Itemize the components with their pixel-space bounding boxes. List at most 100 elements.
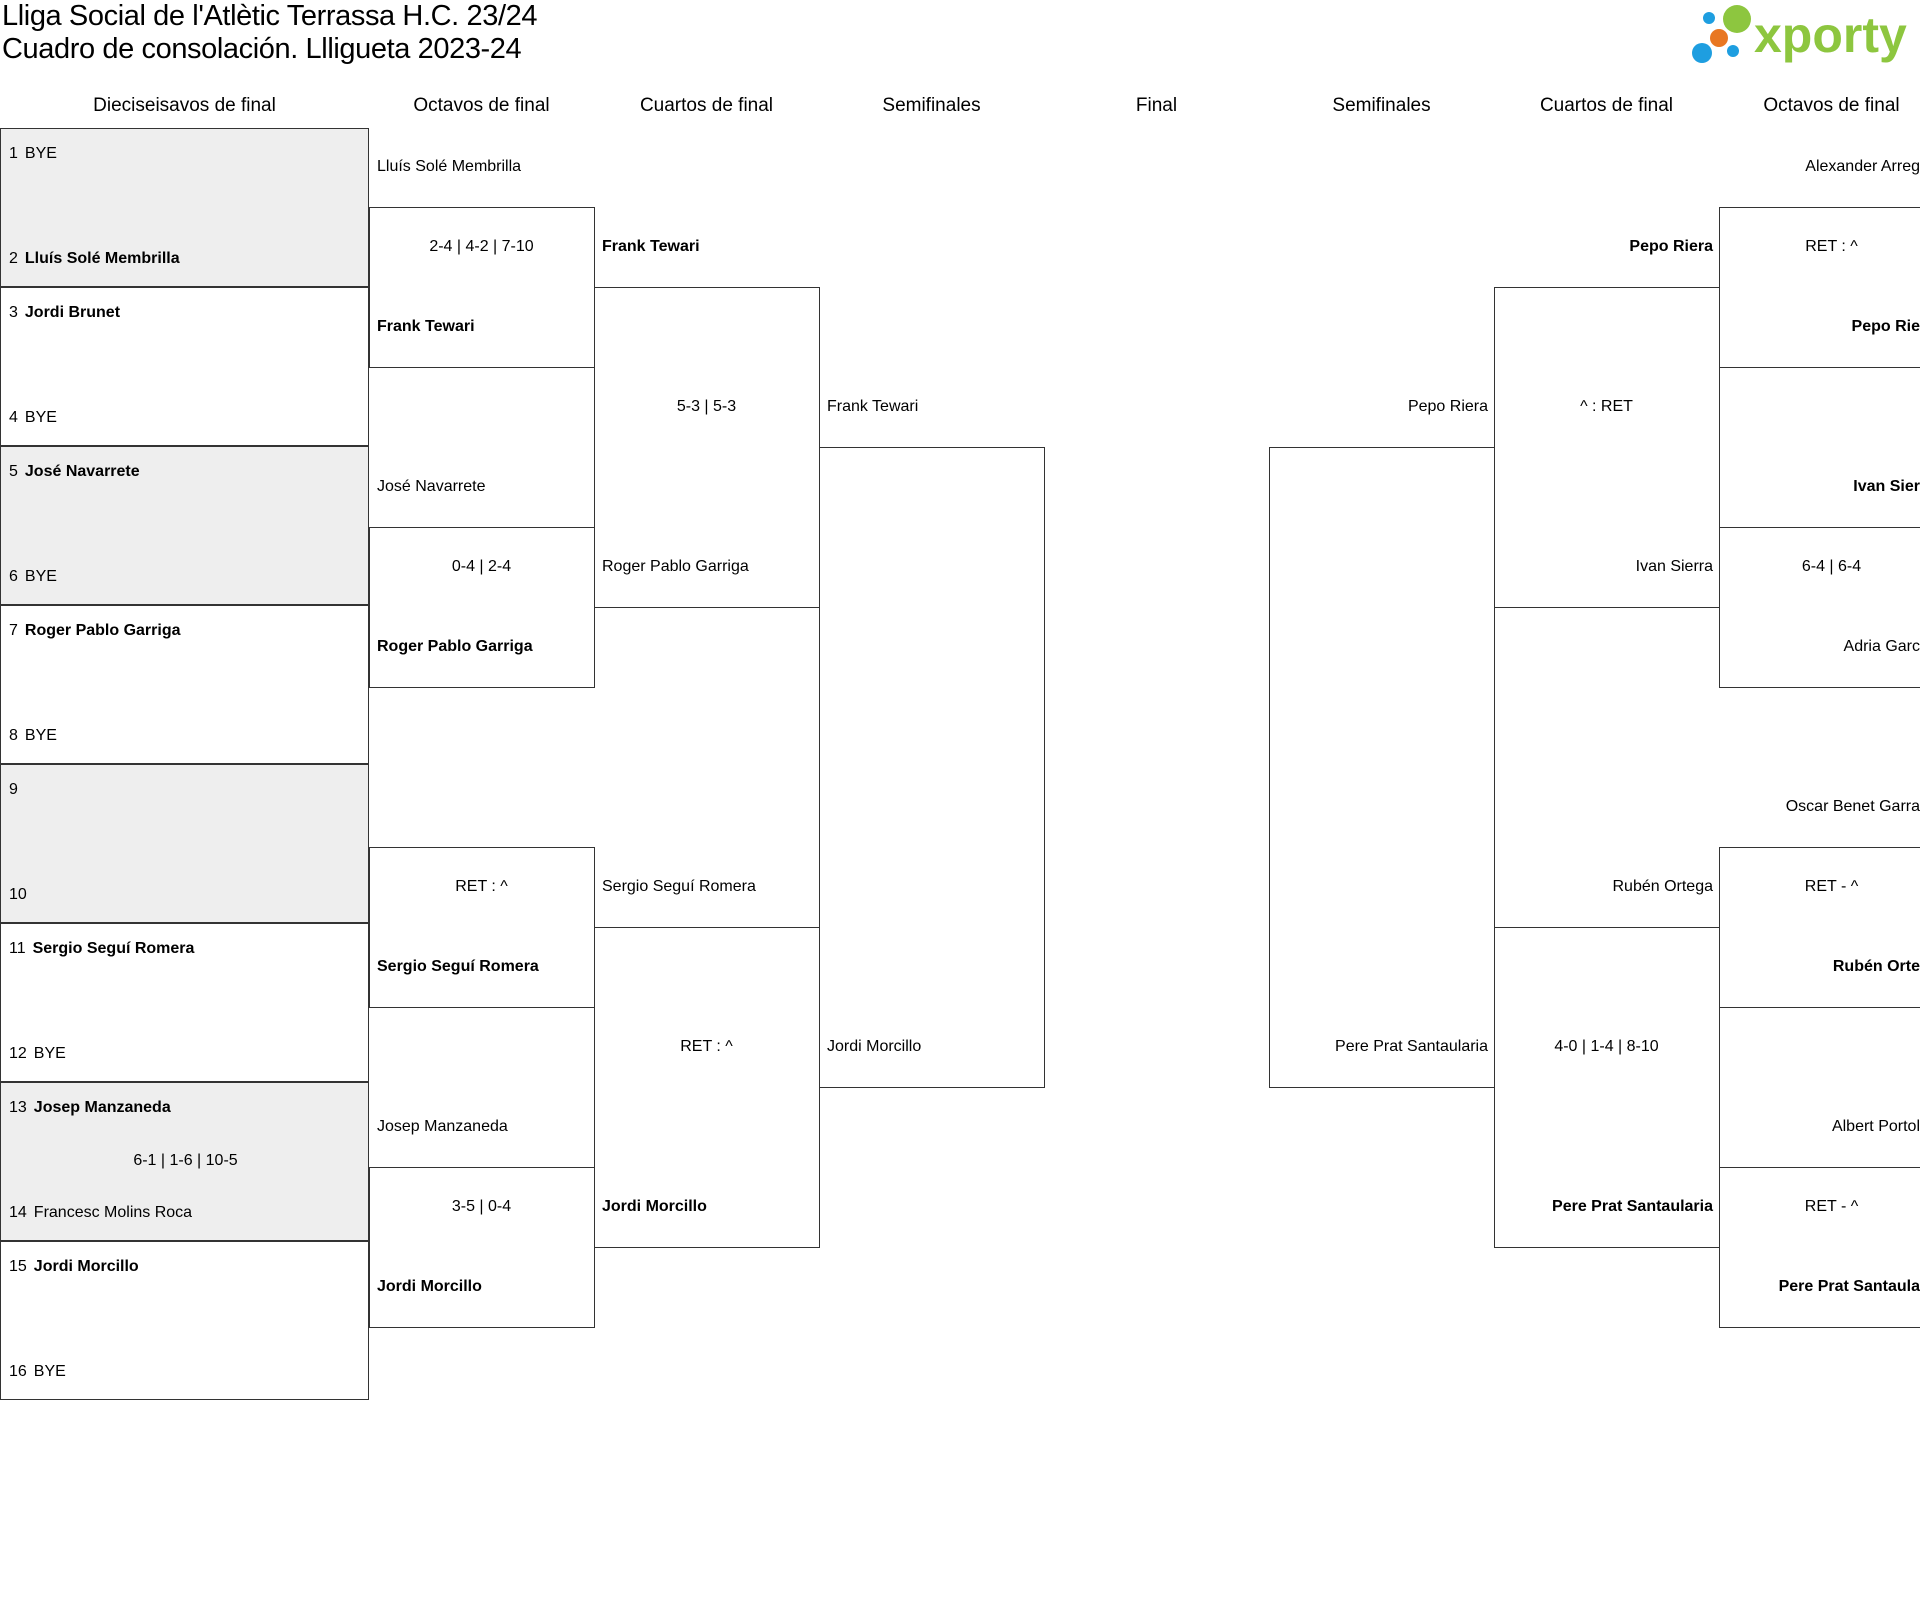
round-header-r16-left: Octavos de final <box>413 95 550 116</box>
player-name: Lluís Solé Membrilla <box>24 250 180 267</box>
logo-dot-green <box>1723 5 1751 33</box>
r16-left-bottom-player: Roger Pablo Garriga <box>377 638 533 655</box>
qf-left-score: 5-3 | 5-3 <box>676 398 737 415</box>
seed-number: 16 <box>9 1363 27 1380</box>
sf-right-bottom-player: Pere Prat Santaularia <box>1335 1038 1488 1055</box>
match-slot-7[interactable]: 13 Josep Manzaneda 6-1 | 1-6 | 10-5 14 Fra… <box>0 1082 369 1241</box>
player-name: Josep Manzaneda <box>33 1099 171 1116</box>
player-entry: 9 <box>9 781 25 799</box>
player-name: BYE <box>24 145 57 162</box>
player-name: BYE <box>33 1363 66 1380</box>
player-name: BYE <box>33 1045 66 1062</box>
player-entry: 16 BYE <box>9 1363 66 1381</box>
player-entry: 6 BYE <box>9 568 57 586</box>
logo-dot-orange <box>1710 29 1728 47</box>
sf-left-match[interactable] <box>819 447 1045 1088</box>
seed-number: 1 <box>9 145 18 162</box>
qf-right-bottom-player: Ivan Sierra <box>1635 558 1713 575</box>
qf-right-top-player: Rubén Ortega <box>1612 878 1713 895</box>
match-slot-4[interactable]: 7 Roger Pablo Garriga 8 BYE <box>0 605 369 764</box>
r16-left-match-4[interactable] <box>369 1167 595 1328</box>
qf-right-score: ^ : RET <box>1580 398 1633 415</box>
seed-number: 6 <box>9 568 18 585</box>
r16-left-bottom-player: Frank Tewari <box>377 318 475 335</box>
r16-right-bottom-player: Adria Garc <box>1843 638 1920 655</box>
match-slot-5[interactable]: 9 10 <box>0 764 369 923</box>
r16-left-match-1[interactable] <box>369 207 595 368</box>
r16-left-score: 2-4 | 4-2 | 7-10 <box>429 238 534 255</box>
seed-number: 13 <box>9 1099 27 1116</box>
xporty-logo[interactable]: xporty <box>1686 0 1920 70</box>
seed-number: 11 <box>9 940 26 957</box>
round-header-final: Final <box>1135 95 1178 116</box>
seed-number: 15 <box>9 1258 27 1275</box>
r16-right-bottom-player: Pere Prat Santaula <box>1778 1278 1920 1295</box>
sf-left-bottom-player: Jordi Morcillo <box>827 1038 922 1055</box>
page-subtitle: Cuadro de consolación. Llligueta 2023-24 <box>2 33 522 65</box>
player-entry: 1 BYE <box>9 145 57 163</box>
player-name: Sergio Seguí Romera <box>32 940 195 957</box>
r16-right-score: 6-4 | 6-4 <box>1801 558 1862 575</box>
r16-right-top-player: Alexander Arreg <box>1805 158 1920 175</box>
r16-left-top-player: José Navarrete <box>377 478 486 495</box>
player-name: BYE <box>24 409 57 426</box>
r16-right-score: RET : ^ <box>1805 238 1858 255</box>
qf-right-bottom-player: Pere Prat Santaularia <box>1552 1198 1713 1215</box>
logo-dot-blue-small <box>1703 12 1715 24</box>
round-header-sf-left: Semifinales <box>882 95 981 116</box>
player-entry: 10 <box>9 886 34 904</box>
sf-right-match[interactable] <box>1269 447 1495 1088</box>
seed-number: 8 <box>9 727 18 744</box>
r16-right-match-3[interactable] <box>1719 847 1920 1008</box>
player-entry: 12 BYE <box>9 1045 66 1063</box>
qf-left-top-player: Sergio Seguí Romera <box>602 878 756 895</box>
seed-number: 7 <box>9 622 18 639</box>
logo-dot-blue <box>1692 43 1712 63</box>
r16-right-match-1[interactable] <box>1719 207 1920 368</box>
r16-right-bottom-player: Rubén Orte <box>1832 958 1920 975</box>
qf-right-match-2[interactable] <box>1494 927 1720 1248</box>
qf-right-top-player: Pepo Riera <box>1629 238 1713 255</box>
match-score: 6-1 | 1-6 | 10-5 <box>133 1152 238 1169</box>
r16-right-match-4[interactable] <box>1719 1167 1920 1328</box>
qf-left-bottom-player: Jordi Morcillo <box>602 1198 707 1215</box>
r16-left-match-2[interactable] <box>369 527 595 688</box>
round-header-r16-right: Octavos de final <box>1763 95 1900 116</box>
r16-right-bottom-player: Pepo Rie <box>1851 318 1920 335</box>
round-header-qf-left: Cuartos de final <box>639 95 774 116</box>
r16-left-score: 3-5 | 0-4 <box>451 1198 512 1215</box>
r16-right-top-player: Oscar Benet Garra <box>1785 798 1920 815</box>
match-slot-6[interactable]: 11 Sergio Seguí Romera 12 BYE <box>0 923 369 1082</box>
player-name: José Navarrete <box>24 463 140 480</box>
player-entry: 13 Josep Manzaneda <box>9 1099 171 1117</box>
seed-number: 3 <box>9 304 18 321</box>
seed-number: 4 <box>9 409 18 426</box>
r16-left-bottom-player: Jordi Morcillo <box>377 1278 482 1295</box>
r16-right-top-player: Ivan Sier <box>1853 478 1920 495</box>
sf-left-top-player: Frank Tewari <box>827 398 919 415</box>
r16-left-score: 0-4 | 2-4 <box>451 558 512 575</box>
sf-right-top-player: Pepo Riera <box>1407 398 1488 415</box>
seed-number: 10 <box>9 886 27 903</box>
seed-number: 12 <box>9 1045 27 1062</box>
r16-right-score: RET - ^ <box>1804 878 1859 895</box>
r16-left-bottom-player: Sergio Seguí Romera <box>377 958 539 975</box>
seed-number: 14 <box>9 1204 27 1221</box>
r16-right-match-2[interactable] <box>1719 527 1920 688</box>
r16-left-top-player: Josep Manzaneda <box>377 1118 508 1135</box>
player-name: Francesc Molins Roca <box>33 1204 193 1221</box>
player-entry: 8 BYE <box>9 727 57 745</box>
player-name: BYE <box>24 568 57 585</box>
player-name: Roger Pablo Garriga <box>24 622 181 639</box>
round-header-qf-right: Cuartos de final <box>1539 95 1674 116</box>
r16-left-match-3[interactable] <box>369 847 595 1008</box>
player-name: BYE <box>24 727 57 744</box>
qf-right-score: 4-0 | 1-4 | 8-10 <box>1554 1038 1659 1055</box>
qf-right-match-1[interactable] <box>1494 287 1720 608</box>
